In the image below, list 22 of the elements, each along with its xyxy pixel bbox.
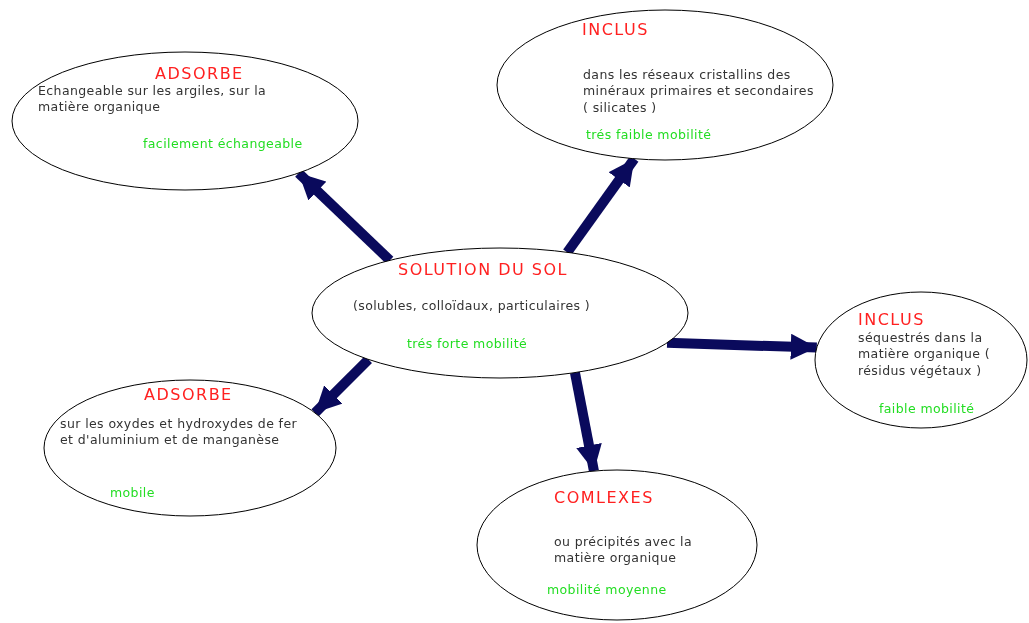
arrow	[311, 355, 372, 417]
mobility-label: facilement échangeable	[143, 136, 303, 153]
mobility-label: mobilité moyenne	[547, 582, 667, 599]
category-heading: INCLUS	[858, 310, 925, 331]
mobility-label: trés faible mobilité	[586, 127, 712, 144]
category-heading: INCLUS	[582, 20, 649, 41]
mobility-label: trés forte mobilité	[407, 336, 528, 353]
category-heading: SOLUTION DU SOL	[398, 260, 568, 281]
category-heading: ADSORBE	[144, 385, 233, 406]
description-text: sur les oxydes et hydroxydes de fer et d'aluminium et de manganèse	[60, 416, 299, 449]
description-text: séquestrés dans la matière organique ( résidus végétaux )	[858, 330, 991, 379]
category-heading: ADSORBE	[155, 64, 244, 85]
description-text: Echangeable sur les argiles, sur la matière organique	[38, 83, 268, 116]
mobility-label: faible mobilité	[879, 401, 975, 418]
description-text: ou précipités avec la matière organique	[554, 534, 693, 567]
mobility-label: mobile	[110, 485, 155, 502]
description-text: dans les réseaux cristallins des minéraux primaires et secondaires ( silicates )	[583, 67, 815, 116]
arrow	[295, 169, 394, 264]
category-heading: COMLEXES	[554, 488, 654, 509]
arrow	[570, 371, 602, 472]
arrow	[666, 333, 817, 360]
description-text: (solubles, colloïdaux, particulaires )	[353, 298, 592, 315]
